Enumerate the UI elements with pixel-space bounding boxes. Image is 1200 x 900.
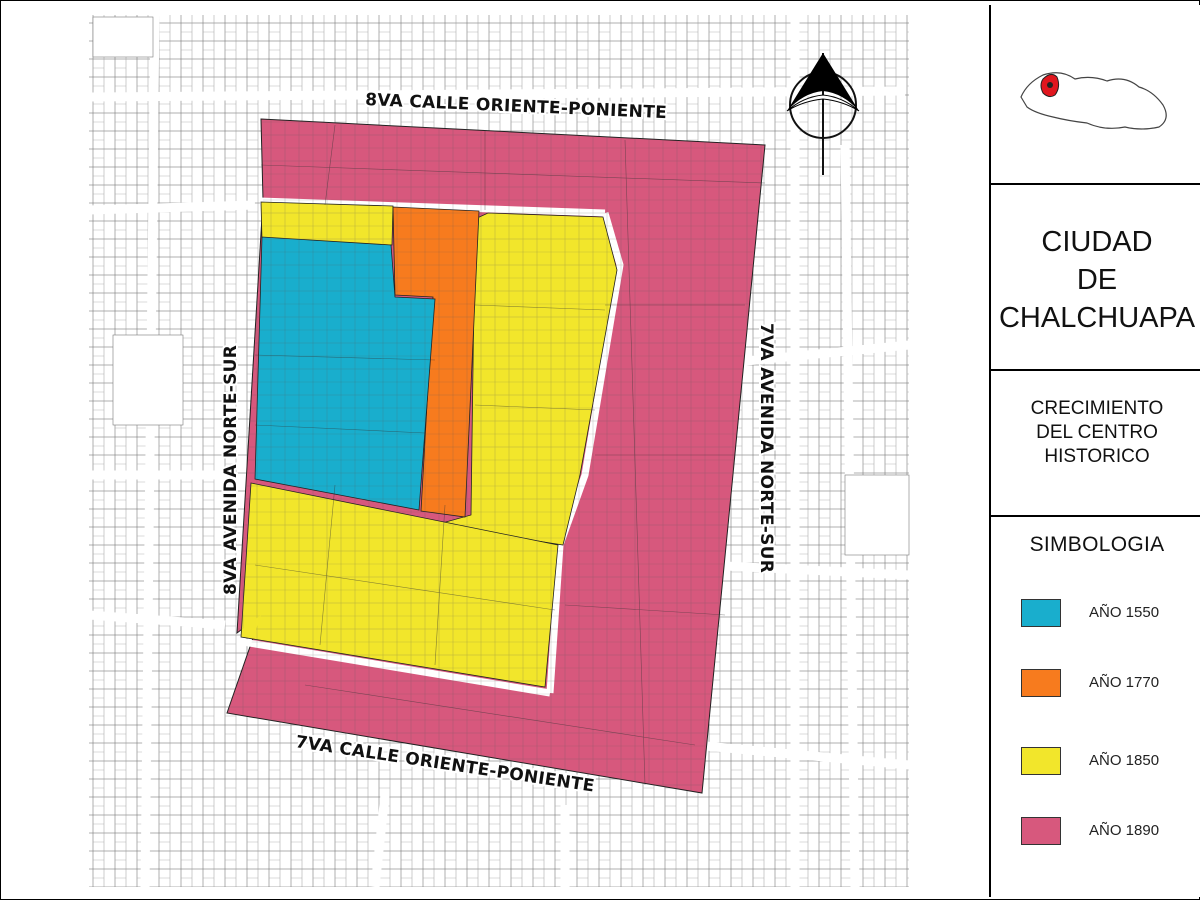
growth-title-line-2: DEL CENTRO — [1036, 422, 1158, 443]
map-legend-panel: CIUDAD DE CHALCHUAPA CRECIMIENTO DEL CEN… — [989, 5, 1200, 897]
street-label-east: 7VA AVENIDA NORTE-SUR — [756, 323, 776, 573]
legend-swatch — [1021, 669, 1061, 697]
growth-title: CRECIMIENTO DEL CENTRO HISTORICO — [991, 397, 1200, 469]
legend-item-1850: AÑO 1850 — [1021, 747, 1200, 777]
north-arrow-icon — [786, 53, 860, 175]
legend-item-1550: AÑO 1550 — [1021, 599, 1200, 629]
legend-title: SIMBOLOGIA — [1029, 533, 1165, 556]
street-label-west: 8VA AVENIDA NORTE-SUR — [221, 345, 241, 595]
el-salvador-locator-icon — [1020, 72, 1167, 130]
legend-swatch — [1021, 817, 1061, 845]
legend-label: AÑO 1850 — [1089, 752, 1160, 769]
city-title-line-1: CIUDAD — [1041, 226, 1153, 258]
city-title: CIUDAD DE CHALCHUAPA — [991, 223, 1200, 373]
legend-label: AÑO 1770 — [1089, 674, 1160, 691]
legend-label: AÑO 1890 — [1089, 822, 1160, 839]
legend-swatch — [1021, 747, 1061, 775]
legend-swatch — [1021, 599, 1061, 627]
historic-center-map: 8VA CALLE ORIENTE-PONIENTE 7VA CALLE ORI… — [88, 14, 910, 888]
city-title-line-2: DE — [1076, 264, 1118, 296]
growth-title-line-3: HISTORICO — [1044, 446, 1150, 467]
city-title-line-3: CHALCHUAPA — [998, 302, 1196, 334]
growth-title-line-1: CRECIMIENTO — [1030, 398, 1164, 419]
legend-label: AÑO 1550 — [1089, 604, 1160, 621]
legend-item-1770: AÑO 1770 — [1021, 669, 1200, 699]
legend-item-1890: AÑO 1890 — [1021, 817, 1200, 847]
